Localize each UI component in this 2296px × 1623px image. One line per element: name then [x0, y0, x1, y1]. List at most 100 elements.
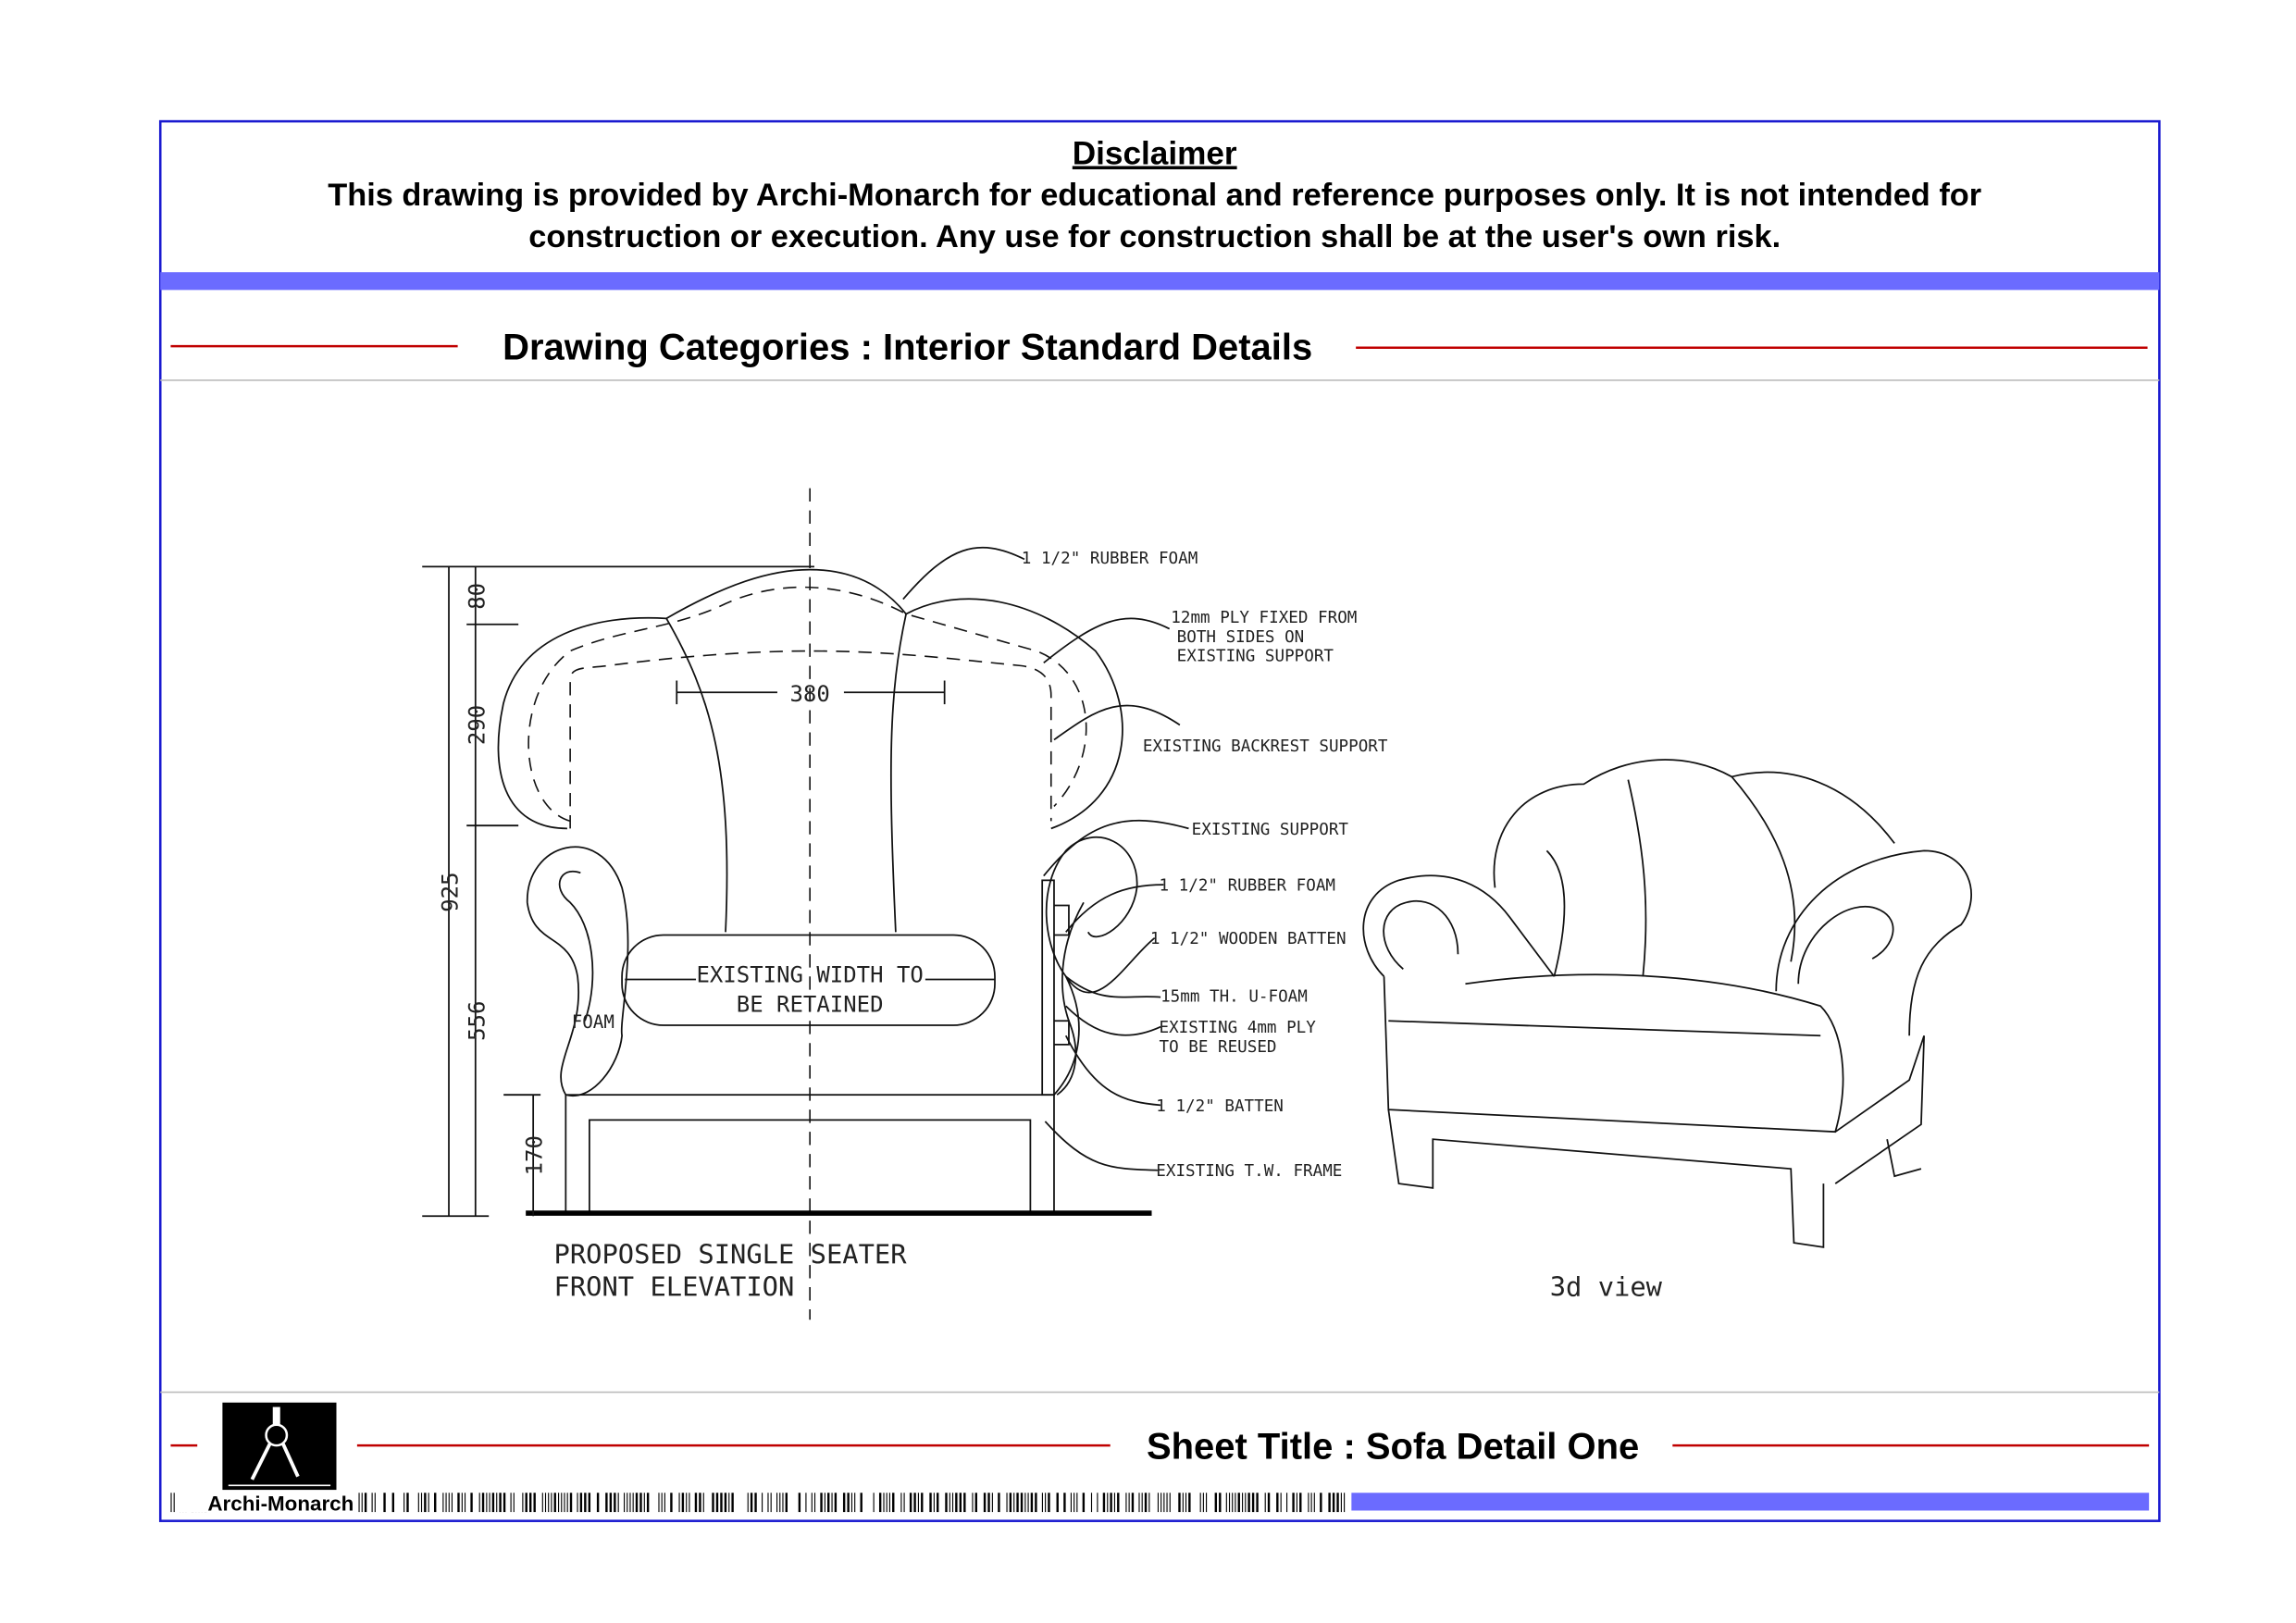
sofa-3d-view: 3d view [1362, 759, 1972, 1303]
barcode-bar [417, 1493, 419, 1513]
barcode-bar [1138, 1493, 1140, 1513]
barcode-bar [903, 1493, 905, 1513]
annotations: 1 1/2" RUBBER FOAM 12mm PLY FIXED FROM B… [902, 546, 1388, 1181]
barcode-bar [1169, 1493, 1171, 1513]
barcode-bar [1020, 1493, 1024, 1513]
barcode-bar [909, 1493, 912, 1513]
barcode-bar [510, 1493, 512, 1513]
barcode-bar [834, 1493, 838, 1513]
dim-width: 380 [790, 681, 830, 707]
barcode-bar [403, 1493, 405, 1513]
barcode-bar [1256, 1493, 1259, 1513]
barcode-bar [1110, 1493, 1112, 1513]
barcode-bar [1117, 1493, 1120, 1513]
barcode-bar [588, 1493, 591, 1513]
barcode-bar [548, 1493, 550, 1513]
barcode-bar [987, 1493, 990, 1513]
barcode-bar [933, 1493, 935, 1513]
barcode-bar [1113, 1493, 1116, 1513]
barcode-bar [779, 1493, 781, 1513]
barcode-bar [762, 1493, 763, 1513]
barcode-bar [1125, 1493, 1127, 1513]
barcode-bar [854, 1493, 856, 1513]
label-existing-width-2: BE RETAINED [737, 992, 884, 1018]
barcode-bar [1185, 1493, 1187, 1513]
barcode-bar [820, 1493, 823, 1513]
barcode-bar [533, 1493, 536, 1513]
barcode-bar [681, 1493, 685, 1513]
caption-line-1: PROPOSED SINGLE SEATER [554, 1238, 908, 1270]
barcode-bar [917, 1493, 919, 1513]
barcode-bar [921, 1493, 924, 1513]
barcode-bar [1285, 1493, 1288, 1513]
barcode-bar [831, 1493, 833, 1513]
label-existing-width-1: EXISTING WIDTH TO [696, 962, 923, 988]
barcode-bar [959, 1493, 962, 1513]
barcode-bar [1308, 1493, 1309, 1513]
dim-seat: 556 [464, 1001, 490, 1041]
barcode-bar [750, 1493, 753, 1513]
barcode-bar [1336, 1493, 1339, 1513]
barcode-bar [1030, 1493, 1034, 1513]
barcode-bar [358, 1493, 360, 1513]
barcode-bar [720, 1493, 723, 1513]
label-3d-view: 3d view [1550, 1271, 1663, 1303]
disclaimer-line-1: This drawing is provided by Archi-Monarc… [328, 178, 1981, 213]
barcode-bar [1131, 1493, 1135, 1513]
barcode-bar [1082, 1493, 1086, 1513]
sheet-frame [158, 119, 2161, 1522]
barcode-bar [1016, 1493, 1019, 1513]
archi-monarch-logo [222, 1402, 337, 1491]
barcode-bar [553, 1493, 556, 1513]
barcode-bar [1148, 1493, 1150, 1513]
barcode-bar [1299, 1493, 1302, 1513]
barcode-bar [1214, 1493, 1218, 1513]
barcode-bar [873, 1493, 875, 1513]
barcode-bar [1188, 1493, 1191, 1513]
barcode-bar [541, 1493, 543, 1513]
barcode-bar [1166, 1493, 1168, 1513]
annotation: TO BE REUSED [1159, 1038, 1276, 1057]
barcode-bar [448, 1493, 450, 1513]
barcode-bar [1219, 1493, 1222, 1513]
barcode-bar [782, 1493, 784, 1513]
barcode-bar [945, 1493, 948, 1513]
barcode-bar [361, 1493, 363, 1513]
barcode-bar [374, 1493, 376, 1513]
caption-line-2: FRONT ELEVATION [554, 1271, 795, 1303]
barcode-bar [1344, 1493, 1346, 1513]
barcode-bar [1009, 1493, 1012, 1513]
barcode-bar [1063, 1493, 1066, 1513]
barcode-bar [1332, 1493, 1335, 1513]
barcode-bar [584, 1493, 587, 1513]
annotation: 1 1/2" RUBBER FOAM [1022, 550, 1198, 568]
barcode-bar [481, 1493, 485, 1513]
barcode-bar [1320, 1493, 1322, 1513]
barcode-bar [1013, 1493, 1015, 1513]
barcode-bar [639, 1493, 642, 1513]
barcode-bar [558, 1493, 560, 1513]
barcode-bar [1202, 1493, 1204, 1513]
barcode-bar [1225, 1493, 1227, 1513]
barcode-bar [461, 1493, 463, 1513]
barcode-bar [566, 1493, 568, 1513]
header-band [160, 272, 2160, 291]
barcode-bar [528, 1493, 532, 1513]
barcode-bar [632, 1493, 634, 1513]
barcode-bar [491, 1493, 495, 1513]
logo-text: Archi-Monarch [207, 1492, 354, 1515]
barcode-bar [424, 1493, 427, 1513]
barcode-bar [770, 1493, 772, 1513]
barcode-bar [1076, 1493, 1078, 1513]
barcode-bar [1024, 1493, 1026, 1513]
barcode-bar [1097, 1493, 1098, 1513]
barcode-bar [643, 1493, 645, 1513]
dim-top: 80 [464, 583, 490, 610]
barcode-bar [635, 1493, 639, 1513]
annotation: 15mm TH. U-FOAM [1160, 987, 1308, 1006]
barcode-bar [963, 1493, 966, 1513]
barcode-bar [1006, 1493, 1008, 1513]
sheet-title: Sheet Title : Sofa Detail One [1147, 1427, 1639, 1468]
front-elevation: FOAM EXISTING WIDTH TO BE RETAINED 380 9… [422, 488, 1152, 1320]
